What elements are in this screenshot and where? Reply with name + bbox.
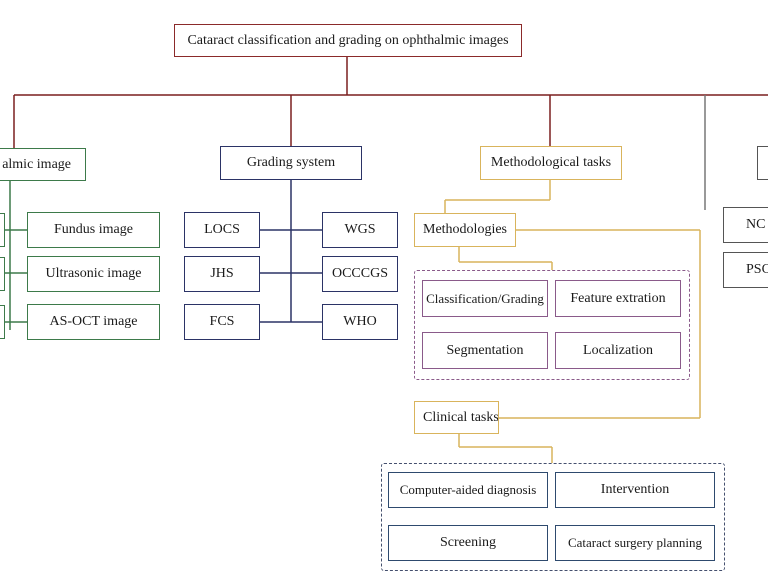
methodological-tasks-node: Methodological tasks bbox=[480, 146, 622, 180]
screening-node: Screening bbox=[388, 525, 548, 561]
clinical-tasks-group bbox=[381, 463, 725, 571]
ultrasonic-image-node: Ultrasonic image bbox=[27, 256, 160, 292]
clinical-tasks-node: Clinical tasks bbox=[414, 401, 499, 434]
psc-node: PSC bbox=[723, 252, 768, 288]
root-node: Cataract classification and grading on o… bbox=[174, 24, 522, 57]
ophthalmic-stub-1 bbox=[0, 213, 5, 247]
ophthalmic-stub-2 bbox=[0, 257, 5, 291]
localization-node: Localization bbox=[555, 332, 681, 369]
grading-wgs-node: WGS bbox=[322, 212, 398, 248]
as-oct-image-node: AS-OCT image bbox=[27, 304, 160, 340]
ophthalmic-stub-3 bbox=[0, 305, 5, 339]
grading-fcs-node: FCS bbox=[184, 304, 260, 340]
ophthalmic-image-node: almic image bbox=[0, 148, 86, 181]
right-branch-node bbox=[757, 146, 768, 180]
segmentation-node: Segmentation bbox=[422, 332, 548, 369]
intervention-node: Intervention bbox=[555, 472, 715, 508]
grading-jhs-node: JHS bbox=[184, 256, 260, 292]
grading-system-node: Grading system bbox=[220, 146, 362, 180]
feature-extraction-node: Feature extration bbox=[555, 280, 681, 317]
grading-occcgs-node: OCCCGS bbox=[322, 256, 398, 292]
fundus-image-node: Fundus image bbox=[27, 212, 160, 248]
grading-who-node: WHO bbox=[322, 304, 398, 340]
cataract-surgery-planning-node: Cataract surgery planning bbox=[555, 525, 715, 561]
methodologies-group bbox=[414, 270, 690, 380]
grading-locs-node: LOCS bbox=[184, 212, 260, 248]
classification-grading-node: Classification/Grading bbox=[422, 280, 548, 317]
methodologies-node: Methodologies bbox=[414, 213, 516, 247]
computer-aided-diagnosis-node: Computer-aided diagnosis bbox=[388, 472, 548, 508]
nc-node: NC bbox=[723, 207, 768, 243]
